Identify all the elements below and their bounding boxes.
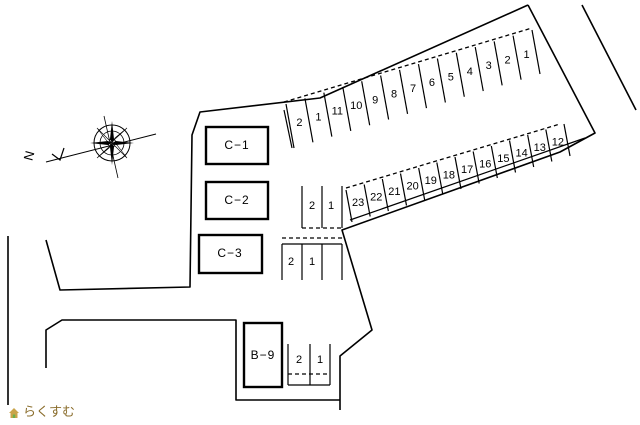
space-lower-divider [545,129,553,162]
space-upper-label: 11 [332,106,343,118]
row-upper-front-line [283,27,533,103]
space-lower-label: 18 [443,170,455,182]
space-lower-label: 14 [515,148,527,160]
svg-text:C−1: C−1 [224,138,249,152]
space-center-top-2: 2 [309,200,315,212]
space-upper-label: 6 [429,77,435,89]
space-upper-label: 5 [448,72,454,84]
space-lower-divider [490,145,498,179]
row-lower-back-line [349,137,586,221]
space-upper-divider [436,58,446,103]
brand-watermark: らくすむ [8,405,75,421]
space-lower-divider [454,156,462,190]
space-upper-divider [493,41,503,86]
space-upper-label: 1 [523,49,529,61]
space-lower-divider [527,134,535,168]
space-lower-label: 19 [425,175,437,187]
space-lower-divider [472,151,480,184]
space-center-bottom-2: 2 [288,256,294,268]
site-boundary-left-lower [45,319,340,401]
space-upper-label: 3 [486,60,492,72]
space-center-top-1: 1 [328,200,334,212]
space-upper-divider [380,75,390,120]
space-lower-divider [563,123,571,157]
space-lower-divider [399,173,408,206]
space-upper-label: 8 [391,89,397,101]
parking-center-bottom: 2 1 [281,237,343,280]
brand-name: らくすむ [23,405,76,420]
space-b9-2: 2 [296,354,302,366]
space-lower-label: 12 [552,137,564,149]
site-boundary [339,4,596,410]
space-lower-label: 16 [479,159,491,171]
space-lower-label: 13 [534,142,546,154]
space-lower-label: 15 [497,153,509,165]
space-upper-divider [323,92,333,137]
space-lower-divider [508,140,517,173]
space-upper-label: 2 [296,117,302,129]
row-upper-back-line [283,109,293,149]
space-lower-divider [436,162,444,195]
parking-b9: 2 1 [287,344,331,386]
space-upper-label: 9 [372,94,378,106]
space-lower-label: 22 [370,192,382,204]
space-upper-divider [342,86,352,132]
space-upper-divider [512,35,522,80]
building-c2: C−2 [204,180,270,221]
site-boundary-upper [45,4,529,291]
space-b9-1: 1 [317,354,323,366]
space-upper-label: 10 [350,100,362,112]
svg-text:B−9: B−9 [251,348,276,362]
house-icon [9,408,19,418]
svg-text:C−2: C−2 [224,193,249,207]
space-lower-divider [418,167,426,201]
building-c3: C−3 [197,233,264,275]
space-upper-divider [398,69,409,114]
space-lower-label: 23 [352,197,364,209]
space-upper-divider [474,46,484,92]
space-upper-divider [455,52,465,97]
space-lower-divider [363,184,371,217]
row-lower-front-line [345,123,561,189]
parking-center-top: 2 1 [301,186,343,229]
space-upper-divider [285,103,295,149]
space-upper-divider [531,29,541,75]
space-upper-divider [304,98,314,143]
space-lower-label: 17 [461,164,473,176]
space-upper-divider [361,81,371,126]
space-upper-label: 1 [315,111,321,123]
road-edge-right [581,4,637,111]
space-upper-label: 7 [410,83,416,95]
building-c1: C−1 [204,125,270,166]
parking-row-lower: 23 22 21 20 19 18 17 16 15 14 13 12 [345,123,586,223]
space-upper-label: 2 [505,54,511,66]
space-upper-label: 4 [467,66,473,78]
building-b9: B−9 [242,321,284,389]
north-label: N [21,149,38,162]
space-lower-label: 20 [406,181,418,193]
space-lower-divider [345,189,353,223]
space-lower-divider [381,178,389,212]
space-lower-label: 21 [388,186,400,198]
space-center-bottom-1: 1 [309,256,315,268]
compass-rose-icon: N [21,115,157,179]
space-upper-divider [417,64,428,109]
svg-text:C−3: C−3 [217,246,242,260]
